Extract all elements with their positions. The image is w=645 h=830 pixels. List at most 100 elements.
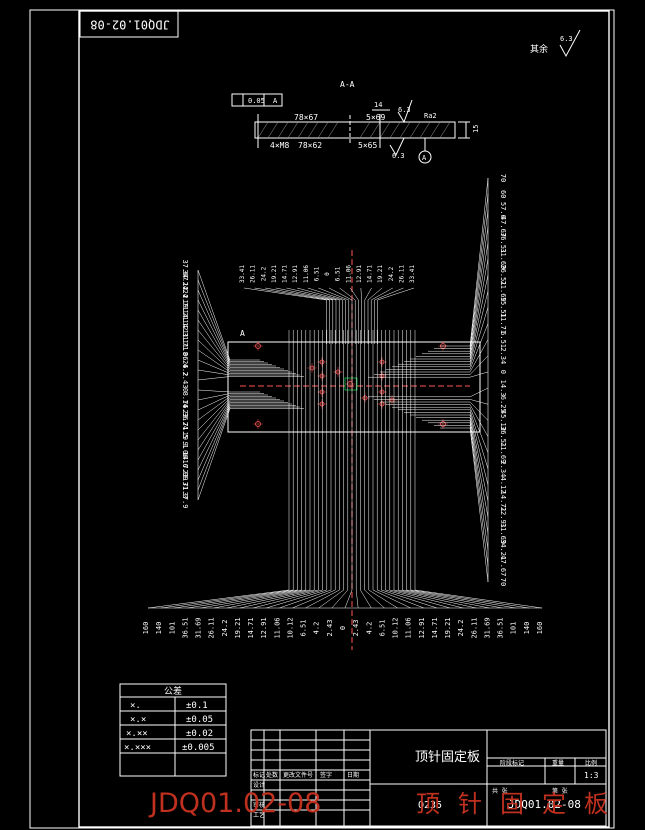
tolerance-value-3: ±0.02	[186, 729, 213, 739]
right-ordinate-label: 26.51	[499, 264, 507, 285]
left-ordinate-label: 24.2	[181, 282, 189, 299]
bottom-ordinate-label: 26.11	[208, 617, 216, 638]
bottom-ordinate-label: 36.51	[181, 617, 189, 638]
bottom-ordinate-label: 4.2	[365, 622, 373, 635]
section-bubble-label: A	[422, 154, 427, 162]
left-ordinate-label: 34.12	[181, 269, 189, 290]
left-ordinate-label: 23.71	[181, 409, 189, 430]
drawing-code: JDQ01.02-08	[508, 798, 581, 811]
tolerance-format-1: ×.	[130, 701, 141, 711]
title-block	[250, 729, 607, 827]
tolerance-value-4: ±0.005	[182, 743, 215, 753]
bottom-ordinate-label: 36.51	[497, 617, 505, 638]
section-dim-upper-right: 5×69	[366, 113, 385, 122]
right-ordinate-label: 22.91	[499, 507, 507, 528]
right-ordinate-label: 6.51	[499, 331, 507, 348]
roughness-note: 其余	[530, 43, 548, 55]
right-ordinate-label: 36.51	[499, 232, 507, 253]
right-ordinate-label: 57.6	[499, 202, 507, 219]
left-ordinate-label: 24.5	[181, 422, 189, 439]
right-ordinate-label: 21.69	[499, 281, 507, 302]
section-view	[231, 93, 470, 164]
bottom-ordinate-label: 19.21	[234, 617, 242, 638]
top-ordinate-label: 26.11	[398, 265, 405, 283]
top-ordinate-label: 26.11	[250, 265, 257, 283]
bottom-ordinate-label: 31.69	[195, 617, 203, 638]
left-ordinate-label: 4.2	[181, 364, 189, 377]
left-ordinate-label: 16.09	[181, 459, 189, 480]
top-ordinate-label: 12.91	[292, 265, 299, 283]
left-ordinate-label: 37.9	[181, 492, 189, 509]
section-flatness: 0.05	[248, 97, 265, 105]
bottom-ordinate-label: 12.91	[418, 617, 426, 638]
left-ordinate-label: 11.06	[181, 339, 189, 360]
right-ordinate-label: 47.67	[499, 555, 507, 576]
left-ordinate-label: 19.1	[181, 432, 189, 449]
bottom-ordinate-label: 101	[168, 622, 176, 635]
bottom-ordinate-label: 0	[339, 626, 347, 630]
part-name: 顶针固定板	[415, 750, 480, 765]
top-ordinate-label: 33.41	[409, 265, 416, 283]
right-ordinate-label: 45.12	[499, 410, 507, 431]
inner-frame	[78, 10, 610, 828]
left-ordinate-label: 14.12	[181, 309, 189, 330]
section-dim-lower-right: 5×65	[358, 141, 377, 150]
bottom-ordinate-label: 160	[142, 622, 150, 635]
tb-header-craft: 工艺	[253, 811, 265, 819]
watermark-name: 顶针固定板	[416, 790, 626, 818]
left-ordinate-label: 14.7	[181, 452, 189, 469]
top-ordinate-label: 11.06	[345, 265, 352, 283]
bottom-ordinate-label: 19.21	[444, 617, 452, 638]
tb-sheets-total: 共 张	[492, 787, 508, 795]
right-ordinate-label: 2.34	[499, 347, 507, 364]
bottom-ordinate-label: 4.2	[313, 622, 321, 635]
tb-right-weight: 重量	[552, 759, 564, 767]
top-ordinate-label: 33.41	[239, 265, 246, 283]
bottom-ordinate-label: 101	[510, 622, 518, 635]
left-ordinate-label: 8.76	[181, 392, 189, 409]
bottom-ordinate-label: 14.71	[247, 617, 255, 638]
tb-header-3: 更改文件号	[283, 771, 313, 779]
left-ordinate-label: 8.26	[181, 352, 189, 369]
top-ordinate-label: 0	[324, 272, 331, 276]
top-ordinate-label: 24.2	[388, 266, 395, 281]
bottom-ordinate-label: 6.51	[300, 620, 308, 637]
right-ordinate-label: 15.51	[499, 297, 507, 318]
code-box-text: JDQ01.02-08	[90, 18, 169, 32]
left-ordinate-label: 19.21	[181, 299, 189, 320]
section-dim-thickness: 15	[472, 125, 480, 133]
top-ordinate-label: 6.51	[335, 266, 342, 281]
left-ordinate-label: 24.71	[181, 289, 189, 310]
top-ordinate-label: 19.21	[377, 265, 384, 283]
right-ordinate-label: 34.21	[499, 539, 507, 560]
bottom-ordinate-label: 11.06	[405, 617, 413, 638]
right-ordinate-label: 2.34	[499, 460, 507, 477]
right-ordinate-label: 31.69	[499, 248, 507, 269]
view-marker: A	[240, 329, 245, 338]
top-ordinate-label: 14.71	[367, 265, 374, 283]
bottom-ordinate-label: 11.06	[273, 617, 281, 638]
right-ordinate-label: 60	[499, 190, 507, 198]
right-ordinate-label: 11.71	[499, 313, 507, 334]
roughness-symbol-value: 6.3	[560, 35, 573, 43]
right-ordinate-label: 14.71	[499, 491, 507, 512]
right-ordinate-label: 70	[499, 174, 507, 182]
leader-lines	[147, 177, 543, 609]
tolerance-format-3: ×.××	[126, 729, 148, 739]
tb-right-stage: 阶段标记	[500, 759, 524, 767]
tolerance-format-4: ×.×××	[124, 743, 151, 753]
bottom-ordinate-label: 2.43	[326, 620, 334, 637]
bottom-ordinate-label: 10.12	[286, 617, 294, 638]
bottom-ordinate-label: 2.43	[352, 620, 360, 637]
right-ordinate-label: 6.25	[499, 396, 507, 413]
bottom-ordinate-label: 6.51	[378, 620, 386, 637]
left-ordinate-label: 37.67	[181, 259, 189, 280]
holes-group	[253, 341, 448, 429]
right-ordinate-label: 0	[499, 370, 507, 374]
left-ordinate-labels: 37.6734.1224.224.7119.2114.1214.3111.711…	[181, 259, 199, 509]
bottom-ordinate-label: 14.71	[431, 617, 439, 638]
top-ordinate-label: 19.21	[271, 265, 278, 283]
left-ordinate-label: 14.31	[181, 319, 189, 340]
top-ordinate-label: 11.06	[303, 265, 310, 283]
